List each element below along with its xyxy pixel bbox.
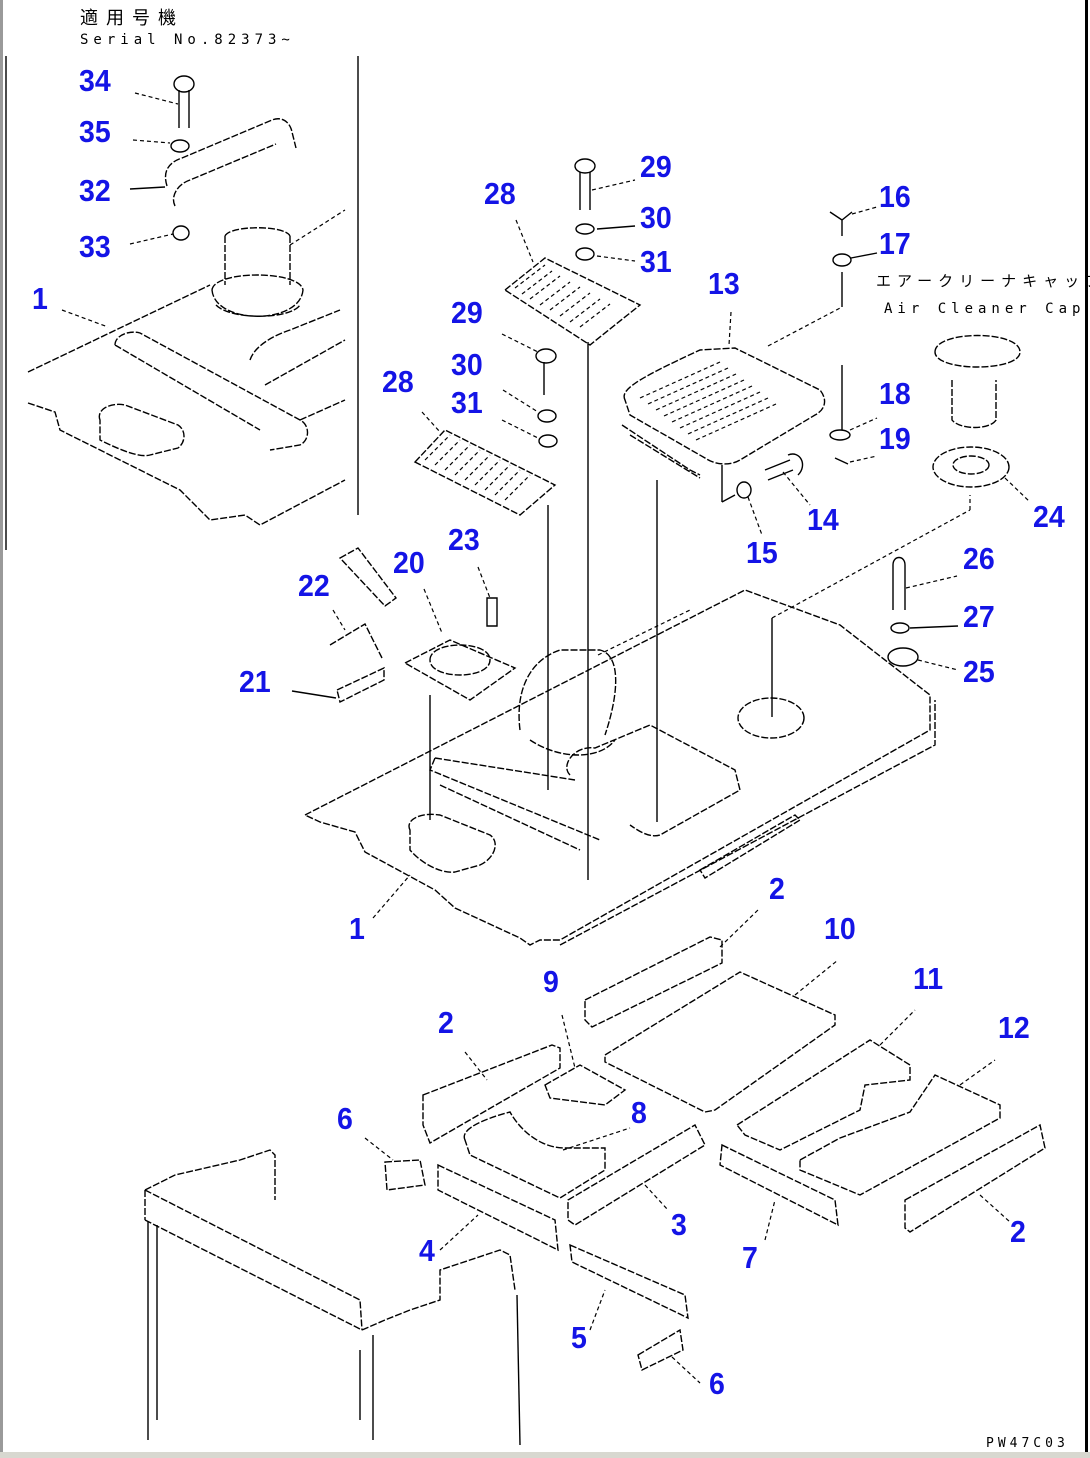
callout-6-lower: 6 xyxy=(709,1366,725,1401)
strip-7 xyxy=(719,1143,839,1241)
callout-13: 13 xyxy=(708,266,740,301)
callout-27: 27 xyxy=(963,599,995,634)
inset-handle-32 xyxy=(129,118,297,207)
callout-32: 32 xyxy=(79,173,111,208)
callout-5: 5 xyxy=(571,1320,587,1355)
mat-11 xyxy=(735,1009,916,1151)
callout-35: 35 xyxy=(79,114,111,149)
callout-8: 8 xyxy=(631,1095,647,1130)
step-plate-28-upper xyxy=(503,219,642,346)
assembly-lines xyxy=(429,342,971,880)
callout-1: 1 xyxy=(349,911,365,946)
callout-4: 4 xyxy=(419,1233,435,1268)
callout-28-upper: 28 xyxy=(484,176,516,211)
block-6-upper xyxy=(364,1137,426,1191)
callout-7: 7 xyxy=(742,1240,758,1275)
callout-33: 33 xyxy=(79,229,111,264)
callout-12: 12 xyxy=(998,1010,1030,1045)
step-plate-28-lower xyxy=(413,411,557,516)
callout-29-lower: 29 xyxy=(451,295,483,330)
inset-bolt-34 xyxy=(134,75,195,128)
bolt-26-washers xyxy=(887,556,959,671)
bolt-23 xyxy=(477,566,498,627)
inset-platform xyxy=(27,284,346,526)
ring-24 xyxy=(932,446,1031,503)
callout-28-lower: 28 xyxy=(382,364,414,399)
callout-30-upper: 30 xyxy=(640,200,672,235)
callout-30-lower: 30 xyxy=(451,347,483,382)
callout-31-upper: 31 xyxy=(640,244,672,279)
mat-12 xyxy=(799,1059,1001,1196)
callout-18: 18 xyxy=(879,376,911,411)
callout-16: 16 xyxy=(879,179,911,214)
callout-23: 23 xyxy=(448,522,480,557)
inset-cylinder xyxy=(211,209,346,317)
part-9 xyxy=(544,1014,627,1106)
bolt-29-lower xyxy=(501,333,558,448)
strip-2-top xyxy=(584,907,761,1028)
mat-10 xyxy=(604,959,839,1113)
callout-22: 22 xyxy=(298,568,330,603)
bolt-14-washer-15 xyxy=(736,453,811,536)
strip-2-right xyxy=(904,1123,1046,1233)
air-cleaner-cap xyxy=(934,334,1021,429)
cover-13 xyxy=(621,272,843,503)
callout-24: 24 xyxy=(1033,499,1065,534)
frame-right-border xyxy=(1085,0,1088,1452)
floor-plate-1 xyxy=(303,589,936,946)
callout-26: 26 xyxy=(963,541,995,576)
air-cleaner-cap-label-jp: エアークリーナキャップ xyxy=(876,272,1090,290)
drawing-number: PW47C03 xyxy=(986,1436,1069,1451)
bolt-29-upper xyxy=(574,158,636,262)
strip-5 xyxy=(569,1243,689,1331)
inset-frame xyxy=(5,56,359,550)
frame-left-border xyxy=(0,0,3,1452)
callout-10: 10 xyxy=(824,911,856,946)
part-21 xyxy=(291,666,385,704)
callout-6-upper: 6 xyxy=(337,1101,353,1136)
part-22 xyxy=(329,547,397,659)
washer-17 xyxy=(832,252,878,267)
callout-2-left: 2 xyxy=(438,1005,454,1040)
strip-3 xyxy=(567,1124,706,1226)
cap-20 xyxy=(403,588,517,701)
inset-washer-33 xyxy=(129,225,190,245)
strip-2-left xyxy=(422,1044,561,1145)
leader-1b xyxy=(372,874,411,919)
applicable-serial-label-jp: 適用号機 xyxy=(80,8,184,29)
callout-34: 34 xyxy=(79,63,111,98)
frame-bottom-border xyxy=(0,1452,1090,1458)
callout-14: 14 xyxy=(807,502,839,537)
callout-29-upper: 29 xyxy=(640,149,672,184)
callout-31-lower: 31 xyxy=(451,385,483,420)
callout-19: 19 xyxy=(879,421,911,456)
wing-nut-16 xyxy=(829,206,878,236)
callout-15: 15 xyxy=(746,535,778,570)
inset-washer-35 xyxy=(132,139,190,153)
strip-4 xyxy=(437,1163,559,1252)
callout-20: 20 xyxy=(393,545,425,580)
cab-frame xyxy=(144,1149,521,1446)
mat-8 xyxy=(463,1111,631,1199)
callout-17: 17 xyxy=(879,226,911,261)
block-6-lower xyxy=(637,1328,701,1384)
callout-3: 3 xyxy=(671,1207,687,1242)
callout-21: 21 xyxy=(239,664,271,699)
callout-2-top: 2 xyxy=(769,871,785,906)
callout-1-inset: 1 xyxy=(32,281,48,316)
clip-18-19 xyxy=(829,417,878,465)
applicable-serial-label: Serial No.82373~ xyxy=(80,32,295,48)
callout-11: 11 xyxy=(913,961,944,996)
callout-9: 9 xyxy=(543,964,559,999)
callout-2-right: 2 xyxy=(1010,1214,1026,1249)
callout-25: 25 xyxy=(963,654,995,689)
air-cleaner-cap-label: Air Cleaner Cap xyxy=(884,301,1086,317)
